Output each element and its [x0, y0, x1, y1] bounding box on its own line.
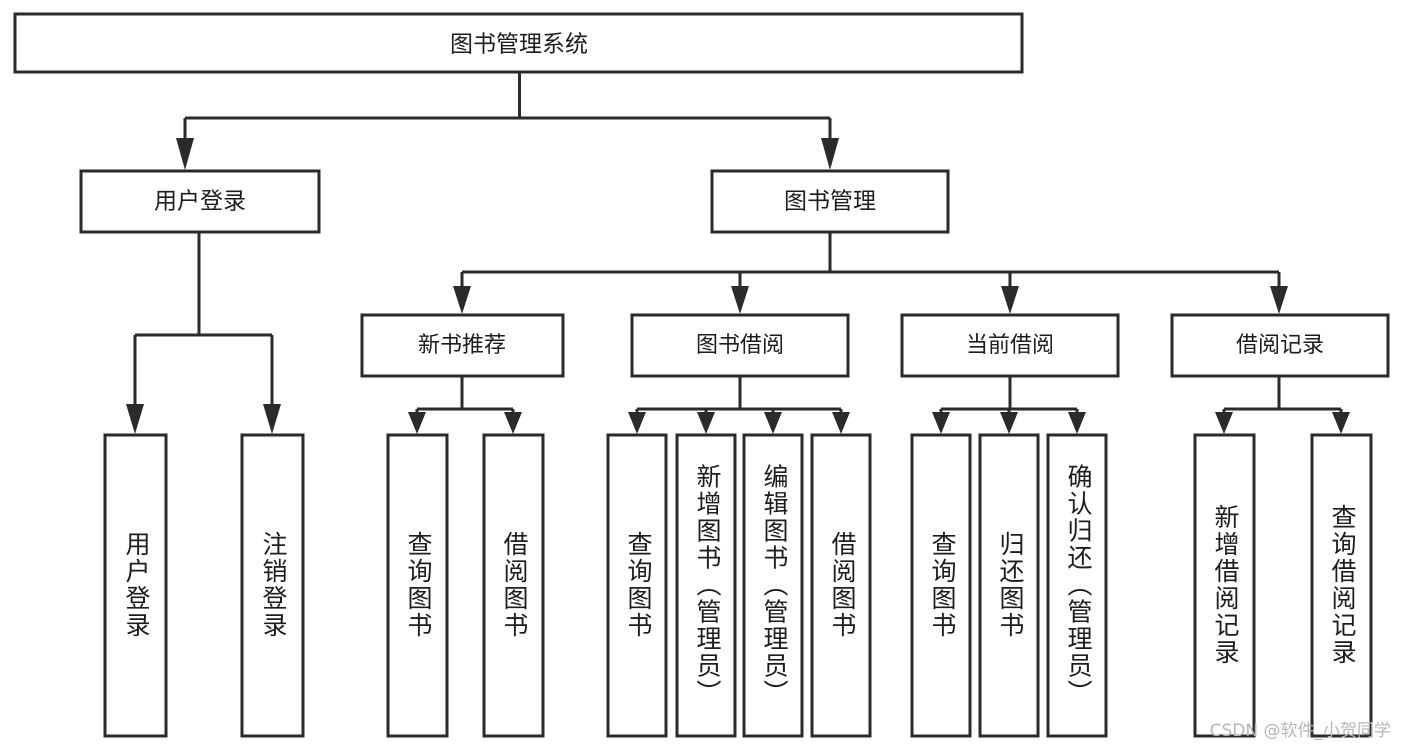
node-user-login-label: 用户登录: [154, 189, 246, 215]
leaf-current-borrow-1-label: 查询图书: [928, 531, 957, 639]
arrowhead-leaf-book-borrow-3: [764, 412, 782, 434]
arrowhead-leaf-current-borrow-3: [1068, 412, 1086, 434]
leaf-current-borrow-2-rect[interactable]: [978, 433, 1040, 738]
leaf-new-book-1-rect[interactable]: [386, 433, 449, 738]
arrowhead-leaf-current-borrow-2: [1000, 412, 1018, 434]
leaf-borrow-record-1-label: 新增借阅记录: [1211, 504, 1240, 666]
node-book-borrow[interactable]: 图书借阅: [630, 313, 850, 378]
arrowhead-leaf-user-login-2: [263, 404, 281, 434]
leaf-book-borrow-1-label: 查询图书: [624, 531, 653, 639]
node-borrow-record-rect[interactable]: [1170, 313, 1390, 378]
arrowhead-book-borrow: [731, 286, 749, 314]
leaf-book-borrow-2-rect[interactable]: [675, 433, 737, 738]
arrowhead-leaf-borrow-record-1: [1215, 412, 1233, 434]
node-user-login-rect[interactable]: [79, 169, 321, 234]
csdn-watermark: CSDN @软件_小贺同学: [1209, 721, 1391, 741]
arrowhead-leaf-new-book-2: [504, 412, 522, 434]
node-new-book-recommend-label: 新书推荐: [418, 333, 506, 358]
leaf-new-book-2-rect[interactable]: [482, 433, 545, 738]
node-user-login[interactable]: 用户登录: [79, 169, 321, 234]
node-borrow-record-label: 借阅记录: [1236, 333, 1324, 358]
node-book-management-rect[interactable]: [710, 169, 950, 234]
node-book-borrow-rect[interactable]: [630, 313, 850, 378]
node-borrow-record[interactable]: 借阅记录: [1170, 313, 1390, 378]
leaf-current-borrow-2-label: 归还图书: [996, 531, 1025, 639]
leaf-book-borrow-2-label: 新增图书（管理员）: [693, 464, 722, 707]
arrowhead-leaf-borrow-record-2: [1332, 412, 1350, 434]
leaf-book-borrow-3-rect[interactable]: [742, 433, 804, 738]
arrowhead-leaf-book-borrow-2: [697, 412, 715, 434]
node-current-borrow-rect[interactable]: [900, 313, 1120, 378]
leaf-user-login-1-label: 用户登录: [122, 531, 151, 639]
leaf-current-borrow-3-label: 确认归还（管理员）: [1064, 464, 1093, 707]
leaf-borrow-record-2-rect[interactable]: [1310, 433, 1373, 738]
connector-group: [126, 72, 1350, 434]
leaf-book-borrow-4-label: 借阅图书: [828, 531, 857, 639]
arrowhead-book-mgmt: [821, 138, 839, 170]
arrowhead-new-book: [453, 286, 471, 314]
leaf-book-borrow-3-label: 编辑图书（管理员）: [760, 464, 789, 707]
leaf-borrow-record-1[interactable]: 新增借阅记录: [1193, 433, 1256, 738]
arrowhead-leaf-book-borrow-4: [832, 412, 850, 434]
node-new-book-recommend-rect[interactable]: [360, 313, 565, 378]
node-new-book-recommend[interactable]: 新书推荐: [360, 313, 565, 378]
node-book-borrow-label: 图书借阅: [696, 333, 784, 358]
leaf-book-borrow-2[interactable]: 新增图书（管理员）: [675, 433, 737, 738]
leaf-current-borrow-3-rect[interactable]: [1046, 433, 1108, 738]
leaf-user-login-2-label: 注销登录: [259, 531, 288, 639]
arrowhead-user-login: [176, 138, 194, 170]
leaf-user-login-2-rect[interactable]: [240, 433, 305, 738]
leaf-borrow-record-2-label: 查询借阅记录: [1328, 504, 1357, 666]
leaf-borrow-record-1-rect[interactable]: [1193, 433, 1256, 738]
node-root[interactable]: 图书管理系统: [13, 12, 1024, 74]
leaf-book-borrow-4[interactable]: 借阅图书: [810, 433, 872, 738]
node-root-rect[interactable]: [13, 12, 1024, 74]
leaf-book-borrow-1[interactable]: 查询图书: [606, 433, 668, 738]
leaf-user-login-2[interactable]: 注销登录: [240, 433, 305, 738]
leaf-user-login-1-rect[interactable]: [103, 433, 168, 738]
leaf-new-book-2-label: 借阅图书: [500, 531, 529, 639]
leaf-current-borrow-2[interactable]: 归还图书: [978, 433, 1040, 738]
leaf-current-borrow-3[interactable]: 确认归还（管理员）: [1046, 433, 1108, 738]
leaf-current-borrow-1[interactable]: 查询图书: [910, 433, 972, 738]
leaf-book-borrow-4-rect[interactable]: [810, 433, 872, 738]
node-book-management[interactable]: 图书管理: [710, 169, 950, 234]
arrowhead-leaf-user-login-1: [126, 404, 144, 434]
leaf-book-borrow-1-rect[interactable]: [606, 433, 668, 738]
arrowhead-leaf-new-book-1: [408, 412, 426, 434]
leaf-book-borrow-3[interactable]: 编辑图书（管理员）: [742, 433, 804, 738]
node-book-management-label: 图书管理: [784, 189, 876, 215]
leaf-borrow-record-2[interactable]: 查询借阅记录: [1310, 433, 1373, 738]
leaf-new-book-2[interactable]: 借阅图书: [482, 433, 545, 738]
leaf-new-book-1-label: 查询图书: [404, 531, 433, 639]
arrowhead-borrow-record: [1270, 286, 1288, 314]
node-root-label: 图书管理系统: [450, 32, 588, 58]
leaf-new-book-1[interactable]: 查询图书: [386, 433, 449, 738]
arrowhead-leaf-book-borrow-1: [628, 412, 646, 434]
node-current-borrow-label: 当前借阅: [966, 333, 1054, 358]
node-current-borrow[interactable]: 当前借阅: [900, 313, 1120, 378]
leaf-user-login-1[interactable]: 用户登录: [103, 433, 168, 738]
arrowhead-current-borrow: [1001, 286, 1019, 314]
arrowhead-leaf-current-borrow-1: [932, 412, 950, 434]
leaf-current-borrow-1-rect[interactable]: [910, 433, 972, 738]
